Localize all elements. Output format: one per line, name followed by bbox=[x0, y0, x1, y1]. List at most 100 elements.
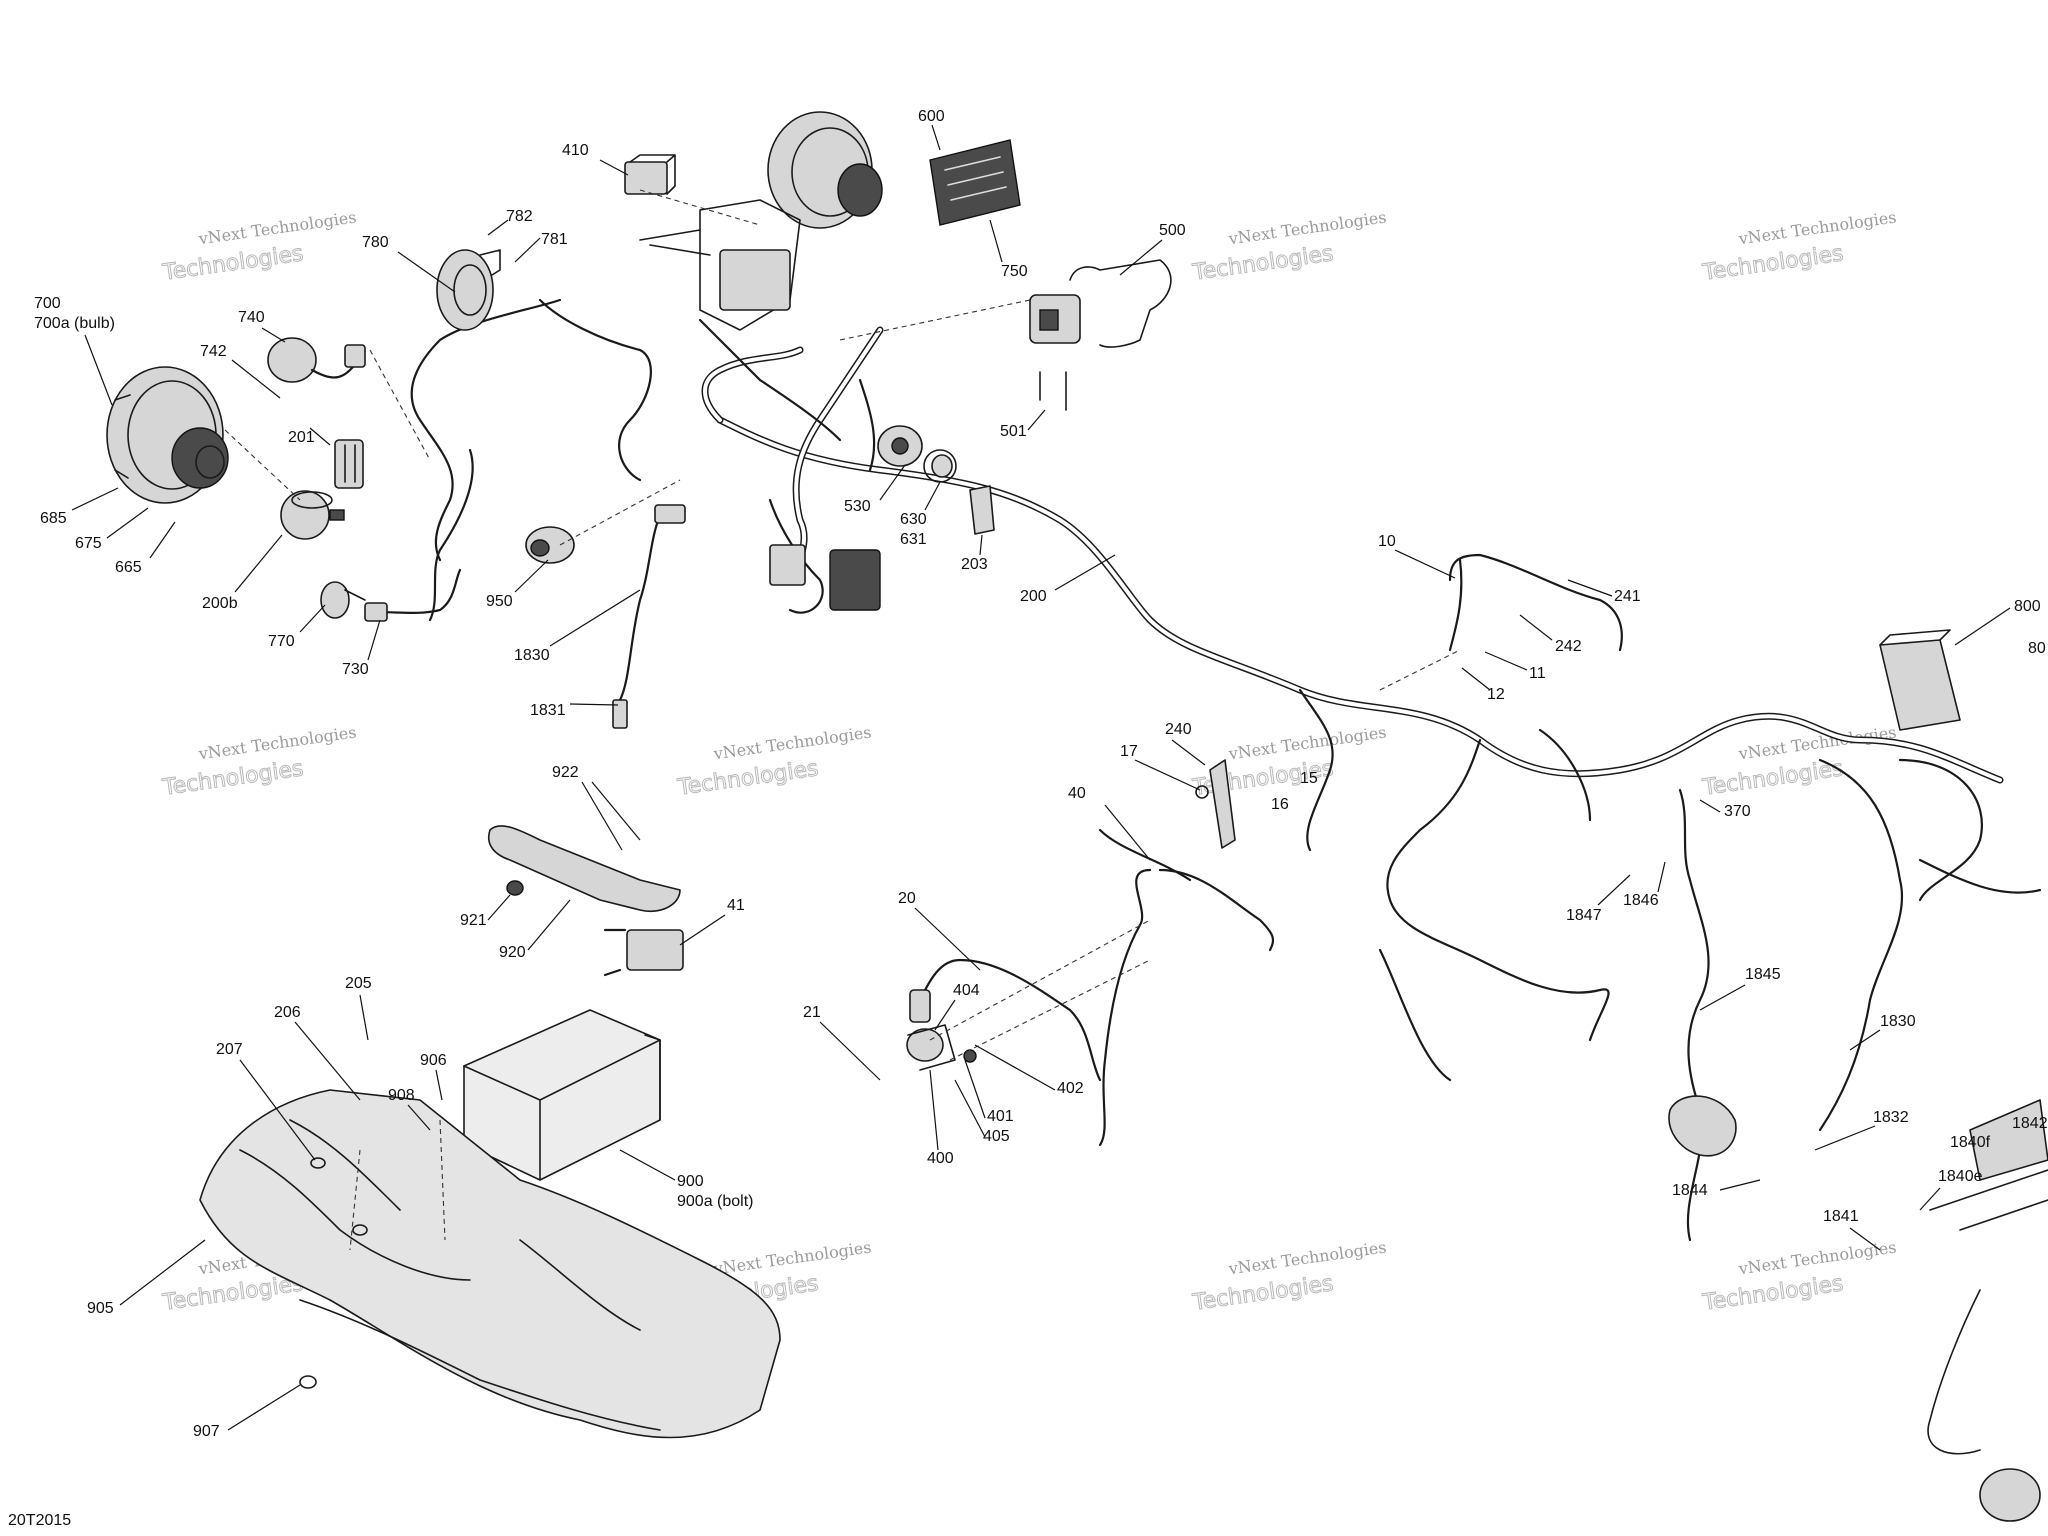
callout-label: 1830 bbox=[1880, 1013, 1916, 1030]
callout-label: 205 bbox=[345, 975, 372, 992]
callout-label: 1842 bbox=[2012, 1115, 2048, 1132]
headlight-center bbox=[639, 111, 883, 331]
callout-label: 402 bbox=[1057, 1080, 1084, 1097]
callout-label: 20 bbox=[898, 890, 916, 907]
watermark: vNext Technologies bbox=[1227, 722, 1388, 763]
cable-10 bbox=[1448, 553, 1623, 652]
callout-label: 530 bbox=[844, 498, 871, 515]
callout-label: 400 bbox=[927, 1150, 954, 1167]
sensor-1830 bbox=[612, 504, 686, 729]
socket-730 bbox=[364, 568, 462, 622]
callout-label: 782 bbox=[506, 208, 533, 225]
callout-label: 241 bbox=[1614, 588, 1641, 605]
watermark: vNext Technologies bbox=[1227, 1237, 1388, 1278]
callout-label: 922 bbox=[552, 764, 579, 781]
callout-label: 700a (bulb) bbox=[34, 315, 115, 332]
callout-label: 1830 bbox=[514, 647, 550, 664]
module-600 bbox=[929, 139, 1021, 226]
callout-label: 370 bbox=[1724, 803, 1751, 820]
callout-label: 908 bbox=[388, 1087, 415, 1104]
bulb-200b bbox=[280, 490, 345, 540]
solenoid-400 bbox=[906, 1024, 977, 1071]
callout-label: 404 bbox=[953, 982, 980, 999]
callout-label: 405 bbox=[983, 1128, 1010, 1145]
callout-label: 80 bbox=[2028, 640, 2046, 657]
watermark: Technologies bbox=[1701, 756, 1845, 801]
connector-201 bbox=[334, 439, 364, 489]
alignment-lines bbox=[224, 189, 1461, 1251]
callout-label: 1840f bbox=[1950, 1134, 1991, 1151]
watermark: Technologies bbox=[1701, 241, 1845, 286]
cable-40 bbox=[1098, 868, 1275, 1147]
cable-41 bbox=[603, 928, 684, 977]
callout-label: 21 bbox=[803, 1004, 821, 1021]
callout-label: 1832 bbox=[1873, 1109, 1909, 1126]
watermark: vNext Technologies bbox=[1737, 207, 1898, 248]
callout-label: 742 bbox=[200, 343, 227, 360]
callout-label: 907 bbox=[193, 1423, 220, 1440]
callout-label: 203 bbox=[961, 556, 988, 573]
callout-label: 242 bbox=[1555, 638, 1582, 655]
sensor-950 bbox=[525, 526, 575, 564]
callout-label: 401 bbox=[987, 1108, 1014, 1125]
callout-label: 12 bbox=[1487, 686, 1505, 703]
callout-label: 1840e bbox=[1938, 1168, 1983, 1185]
relay-410 bbox=[624, 154, 676, 195]
callout-label: 15 bbox=[1300, 770, 1318, 787]
callout-label: 685 bbox=[40, 510, 67, 527]
module-800 bbox=[1879, 629, 1961, 731]
horn-780 bbox=[436, 249, 501, 331]
callout-label: 1846 bbox=[1623, 892, 1659, 909]
watermark: Technologies bbox=[161, 756, 305, 801]
callout-label: 201 bbox=[288, 429, 315, 446]
socket-740 bbox=[267, 337, 366, 383]
callout-label: 906 bbox=[420, 1052, 447, 1069]
watermark: Technologies bbox=[1701, 1271, 1845, 1316]
battery-tray-905 bbox=[199, 1089, 781, 1439]
callout-label: 40 bbox=[1068, 785, 1086, 802]
sensor-1845 bbox=[1668, 1095, 1737, 1157]
fasteners-501 bbox=[1039, 371, 1067, 411]
callout-label: 730 bbox=[342, 661, 369, 678]
callout-label: 410 bbox=[562, 142, 589, 159]
ecu-connector bbox=[769, 544, 881, 611]
callout-label: 800 bbox=[2014, 598, 2041, 615]
watermark: Technologies bbox=[676, 756, 820, 801]
battery-900 bbox=[463, 1009, 661, 1181]
document-id: 20T2015 bbox=[8, 1512, 72, 1529]
callout-label: 600 bbox=[918, 108, 945, 125]
ring-630 bbox=[923, 449, 957, 483]
taillight-bracket bbox=[1927, 1099, 2048, 1522]
callout-label: 500 bbox=[1159, 222, 1186, 239]
callout-label: 200b bbox=[202, 595, 238, 612]
callout-label: 750 bbox=[1001, 263, 1028, 280]
callout-label: 1845 bbox=[1745, 966, 1781, 983]
callout-label: 1831 bbox=[530, 702, 566, 719]
callout-label: 740 bbox=[238, 309, 265, 326]
callout-label: 700 bbox=[34, 295, 61, 312]
callout-label: 41 bbox=[727, 897, 745, 914]
watermark: Technologies bbox=[1191, 1271, 1335, 1316]
watermark: vNext Technologies bbox=[712, 722, 873, 763]
callout-label: 1841 bbox=[1823, 1208, 1859, 1225]
callout-label: 665 bbox=[115, 559, 142, 576]
callout-label: 780 bbox=[362, 234, 389, 251]
leader-lines bbox=[71, 124, 2011, 1431]
watermark: vNext Technologies bbox=[712, 1237, 873, 1278]
watermark: vNext Technologies bbox=[197, 722, 358, 763]
watermark: Technologies bbox=[1191, 241, 1335, 286]
bracket-240 bbox=[1195, 759, 1236, 849]
callout-label: 781 bbox=[541, 231, 568, 248]
callout-label: 1844 bbox=[1672, 1182, 1708, 1199]
main-harness-200 bbox=[410, 298, 2042, 1242]
bulb-770 bbox=[320, 581, 366, 619]
watermark: vNext Technologies bbox=[1227, 207, 1388, 248]
bracket-920 bbox=[488, 825, 681, 912]
callout-label: 501 bbox=[1000, 423, 1027, 440]
switch-530 bbox=[877, 425, 923, 467]
callout-label: 900 bbox=[677, 1173, 704, 1190]
callout-label: 900a (bolt) bbox=[677, 1193, 754, 1210]
callout-labels: 700 700a (bulb) 685 675 665 742 740 201 … bbox=[34, 108, 2048, 1440]
callout-label: 675 bbox=[75, 535, 102, 552]
